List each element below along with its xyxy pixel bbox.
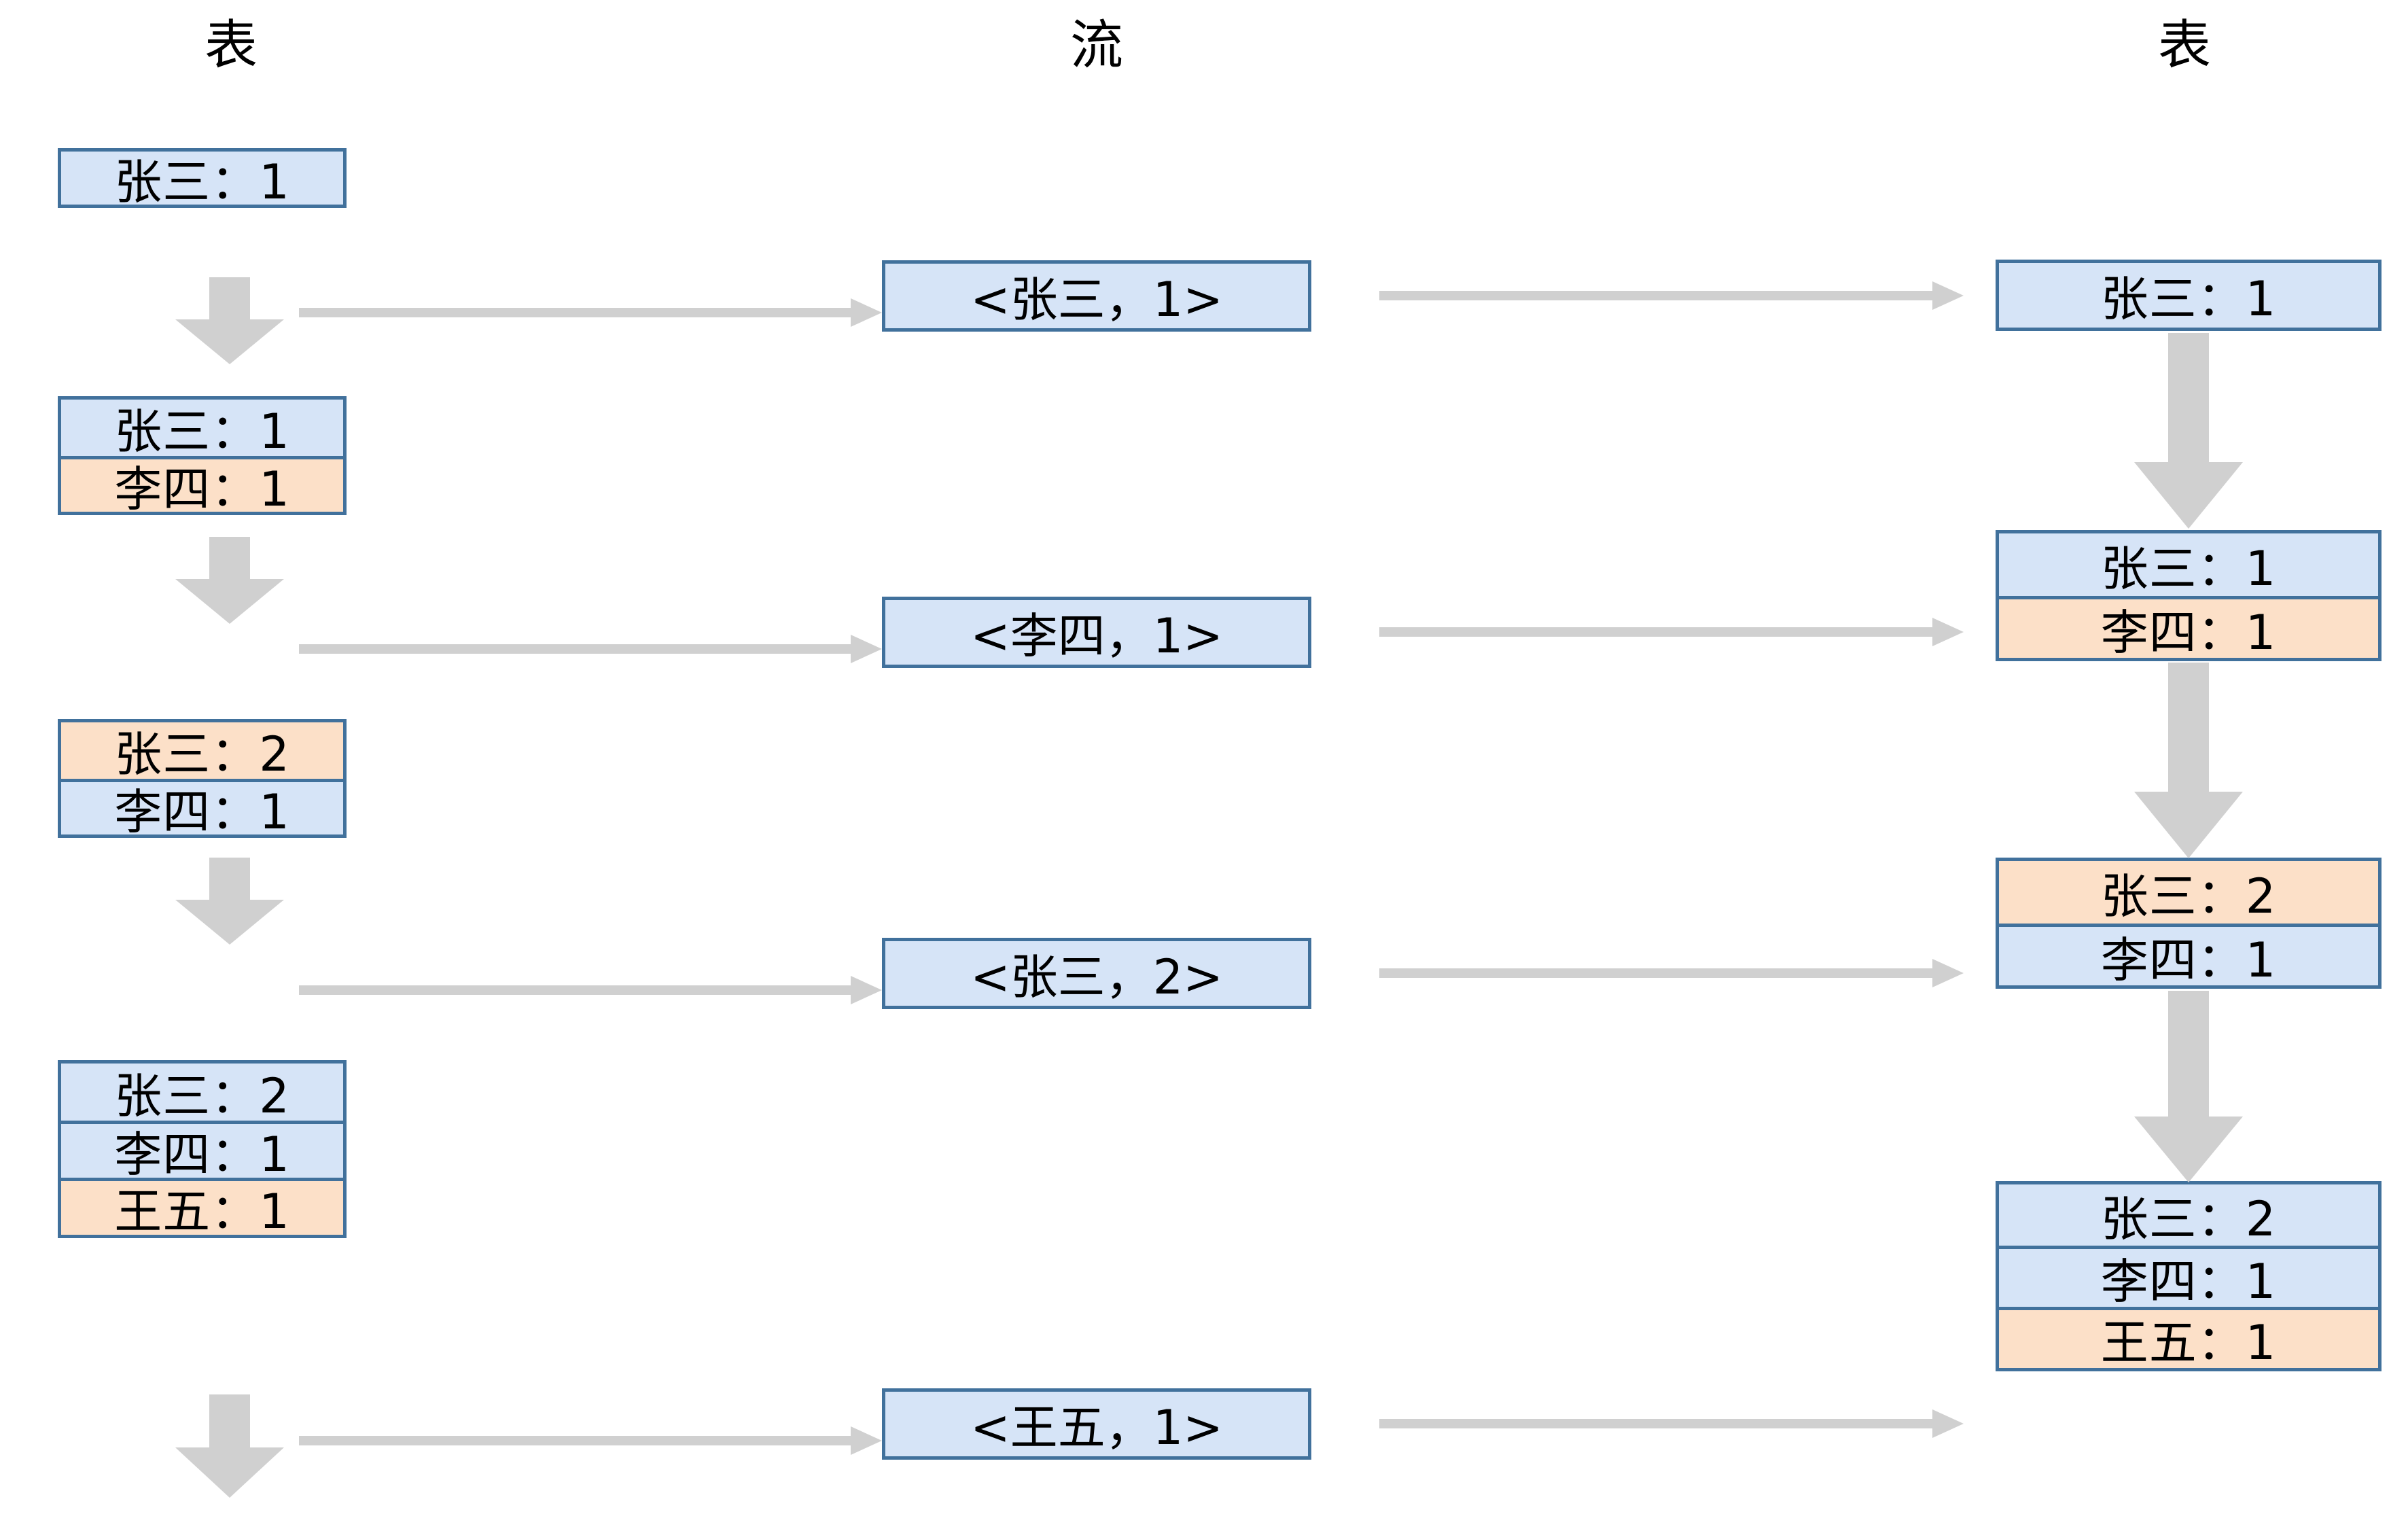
table-row: 王五：1 — [61, 1178, 343, 1240]
left-table-4: 张三：2 李四：1 王五：1 — [58, 1060, 347, 1240]
stream-event-box-1: <张三，1> — [882, 260, 1311, 332]
right-table-4: 张三：2 李四：1 王五：1 — [1996, 1181, 2382, 1371]
left-down-arrow-4 — [175, 1394, 284, 1498]
stream-event-box-2: <李四，1> — [882, 597, 1311, 668]
right-table-1: 张三：1 — [1996, 260, 2382, 331]
right-down-arrow-3 — [2134, 991, 2243, 1182]
table-row: 张三：1 — [1999, 533, 2378, 597]
table-row: 王五：1 — [1999, 1307, 2378, 1371]
right-table-2: 张三：1 李四：1 — [1996, 530, 2382, 661]
table-row: 李四：1 — [1999, 924, 2378, 988]
table-row: 张三：2 — [1999, 1184, 2378, 1247]
flow-arrow-left-to-stream-4 — [299, 1424, 882, 1458]
left-table-3: 张三：2 李四：1 — [58, 719, 347, 840]
flow-arrow-left-to-stream-1 — [299, 296, 882, 330]
column-title-right: 表 — [2157, 15, 2211, 76]
right-table-3: 张三：2 李四：1 — [1996, 858, 2382, 989]
table-row: 张三：1 — [61, 400, 343, 459]
flow-arrow-stream-to-right-4 — [1379, 1407, 1964, 1441]
left-down-arrow-1 — [175, 277, 284, 364]
table-row: 李四：1 — [61, 456, 343, 517]
flow-arrow-stream-to-right-1 — [1379, 279, 1964, 313]
stream-event-box-4: <王五，1> — [882, 1388, 1311, 1460]
flow-arrow-stream-to-right-3 — [1379, 956, 1964, 990]
table-row: 李四：1 — [1999, 1246, 2378, 1310]
table-row: 李四：1 — [1999, 596, 2378, 661]
column-title-left: 表 — [204, 15, 258, 76]
left-table-2: 张三：1 李四：1 — [58, 396, 347, 517]
left-down-arrow-2 — [175, 537, 284, 624]
table-row: 李四：1 — [61, 779, 343, 840]
right-down-arrow-2 — [2134, 663, 2243, 858]
left-down-arrow-3 — [175, 858, 284, 945]
flow-arrow-left-to-stream-3 — [299, 973, 882, 1007]
column-title-middle: 流 — [1069, 15, 1123, 76]
table-row: 张三：1 — [1999, 263, 2378, 328]
table-row: 张三：1 — [61, 152, 343, 210]
left-table-1: 张三：1 — [58, 148, 347, 210]
flow-arrow-left-to-stream-2 — [299, 632, 882, 666]
flow-arrow-stream-to-right-2 — [1379, 615, 1964, 649]
stream-event-box-3: <张三，2> — [882, 938, 1311, 1009]
table-row: 李四：1 — [61, 1121, 343, 1182]
table-row: 张三：2 — [1999, 861, 2378, 924]
right-down-arrow-1 — [2134, 333, 2243, 529]
table-row: 张三：2 — [61, 1064, 343, 1124]
table-row: 张三：2 — [61, 722, 343, 782]
